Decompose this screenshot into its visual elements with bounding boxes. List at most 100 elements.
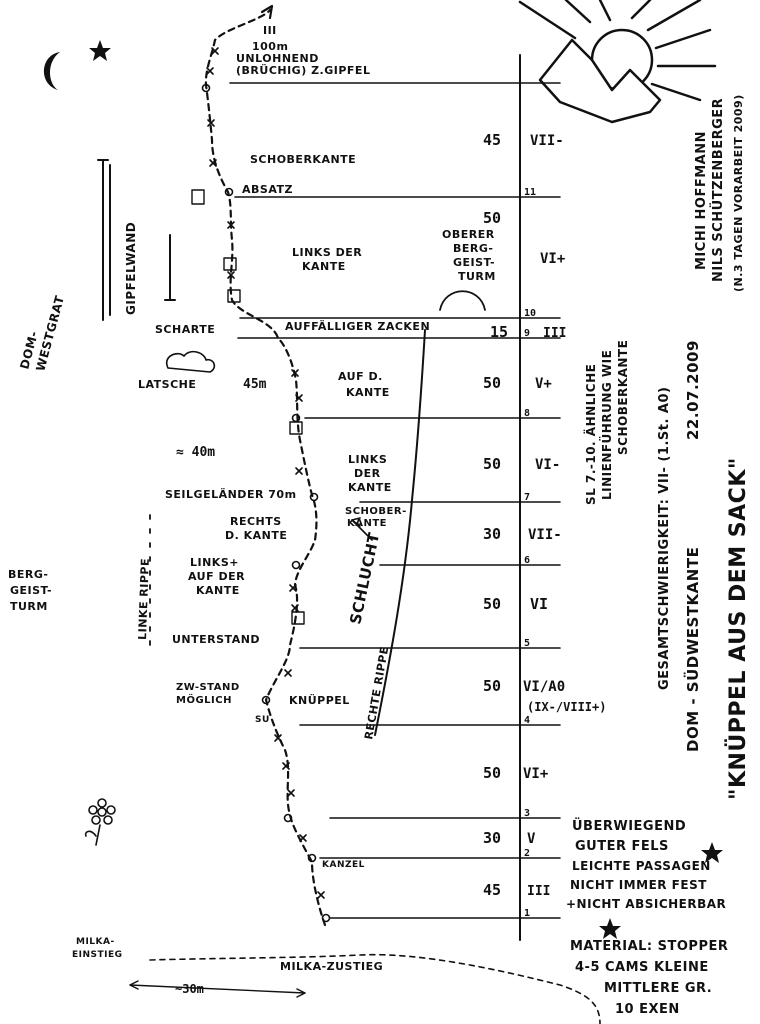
pitch-number-6: 6 <box>524 555 530 566</box>
pitch-number-1: 1 <box>524 908 530 919</box>
grade-overall: GESAMTSCHWIERIGKEIT: VII- (1.St. A0) <box>657 387 672 690</box>
rock-note-1: ÜBERWIEGEND <box>572 818 686 834</box>
pitch-number-list: 1 2 3 4 5 6 7 8 9 10 11 <box>524 187 536 919</box>
authors-note: (N.3 TAGEN VORARBEIT 2009) <box>732 94 745 292</box>
links-der-kante2-label-1: LINKS <box>348 453 387 466</box>
author-2: NILS SCHÜTZENBERGER <box>710 98 726 282</box>
knueppel-label: KNÜPPEL <box>289 693 350 707</box>
m45-label: 45m <box>243 377 267 392</box>
pitch-number-8: 8 <box>524 408 530 419</box>
pitch-length-1: 45 <box>483 881 501 899</box>
absatz-label: ABSATZ <box>242 183 293 196</box>
turm-arc <box>439 290 486 311</box>
pitch-grade-8: V+ <box>535 376 552 392</box>
scale-bar <box>129 984 306 994</box>
rechte-rippe-line <box>374 329 426 736</box>
zw-stand-label-2: MÖGLICH <box>176 692 232 706</box>
pitch-grade-9: III <box>543 326 566 341</box>
links-auf-label-3: KANTE <box>196 584 240 597</box>
links-der-kante-label-2: KANTE <box>302 260 346 273</box>
summit-label-2: UNLOHNEND <box>236 52 319 65</box>
rechts-d-kante-label-2: D. KANTE <box>225 529 287 542</box>
sun-icon <box>518 0 717 124</box>
su-label: SU <box>255 715 270 725</box>
m40-label: ≈ 40m <box>176 445 215 460</box>
scharte-label: SCHARTE <box>155 323 215 336</box>
pitch-length-6: 30 <box>483 525 501 543</box>
linke-rippe-label: LINKE RIPPE <box>136 558 152 640</box>
pitch-number-11: 11 <box>524 187 536 198</box>
rock-note-4: NICHT IMMER FEST <box>570 878 707 892</box>
schoberkante-mid-label-1: SCHOBER- <box>345 506 407 517</box>
milka-zustieg-label: MILKA-ZUSTIEG <box>280 960 383 973</box>
pitch-grade-list: III V VI+ VI/A0 (IX-/VIII+) VI VII- VI- … <box>523 133 606 899</box>
links-der-kante-label-1: LINKS DER <box>292 246 362 259</box>
pitch-grade-5: VI <box>530 595 548 613</box>
links-auf-label-1: LINKS+ <box>190 556 239 569</box>
pitch-grade-6: VII- <box>528 527 562 543</box>
material-note-4: 10 EXEN <box>615 1002 680 1017</box>
summit-label-1: 100m <box>252 40 288 53</box>
pitch-grade-4: VI/A0 <box>523 679 565 695</box>
auf-d-kante-label-2: KANTE <box>346 386 390 399</box>
material-note-3: MITTLERE GR. <box>604 981 712 996</box>
rock-note-3: LEICHTE PASSAGEN <box>572 859 711 873</box>
oberer-label-4: TURM <box>458 270 496 283</box>
star-icon <box>599 918 621 939</box>
pitch-length-list: 45 30 50 50 50 30 50 50 15 50 45 <box>483 131 508 899</box>
pitch-length-8: 50 <box>483 374 501 392</box>
flower-icon <box>84 798 116 846</box>
zw-stand-label-1: ZW-STAND <box>176 682 240 693</box>
route-line <box>204 4 327 927</box>
pitch-grade-2: V <box>527 831 536 847</box>
berg-label-2: GEIST- <box>10 584 52 597</box>
oberer-label-1: OBERER <box>442 228 495 241</box>
zacken-label: AUFFÄLLIGER ZACKEN <box>285 319 430 333</box>
berg-label-3: TURM <box>10 600 48 613</box>
pitch-note-1: SL 7.-10. ÄHNLICHE <box>583 364 598 505</box>
notes-block: ÜBERWIEGEND GUTER FELS LEICHTE PASSAGEN … <box>566 818 728 1017</box>
milka-zustieg-path <box>149 953 601 1024</box>
latsche-label: LATSCHE <box>138 378 196 391</box>
milka-einstieg-label-2: EINSTIEG <box>72 950 123 960</box>
belay-lines <box>229 82 561 919</box>
kanzel-label: KANZEL <box>322 860 365 870</box>
material-note-2: 4-5 CAMS KLEINE <box>575 960 709 975</box>
route-info: SL 7.-10. ÄHNLICHE LINIENFÜHRUNG WIE SCH… <box>583 94 751 800</box>
route-bolts <box>206 47 325 899</box>
schoberkante-top-label: SCHOBERKANTE <box>250 153 356 166</box>
rechte-rippe-label: RECHTE RIPPE <box>362 645 391 740</box>
star-icon <box>89 40 111 61</box>
route-title: "KNÜPPEL AUS DEM SACK" <box>725 457 751 800</box>
pitch-number-4: 4 <box>524 715 530 726</box>
bush-icon <box>165 350 216 373</box>
summit-label-3: (BRÜCHIG) Z.GIPFEL <box>236 63 370 77</box>
pitch-number-2: 2 <box>524 848 530 859</box>
schlucht-label: SCHLUCHT <box>346 531 383 626</box>
moon-icon <box>43 52 60 90</box>
pitch-length-4: 50 <box>483 677 501 695</box>
pitch-grade-10: VI+ <box>540 251 565 267</box>
pitch-length-3: 50 <box>483 764 501 782</box>
material-note-1: MATERIAL: STOPPER <box>570 939 728 954</box>
pitch-grade-3: VI+ <box>523 766 548 782</box>
pitch-grade-11: VII- <box>530 133 564 149</box>
pitch-length-5: 50 <box>483 595 501 613</box>
links-der-kante2-label-3: KANTE <box>348 481 392 494</box>
pitch-length-2: 30 <box>483 829 501 847</box>
pitch-grade-4-extra: (IX-/VIII+) <box>527 700 606 714</box>
gipfelwand-brackets <box>97 159 176 321</box>
pitch-grade-7: VI- <box>535 457 560 473</box>
pitch-length-9: 15 <box>490 323 508 341</box>
route-features <box>191 189 305 625</box>
pitch-note-3: SCHOBERKANTE <box>616 340 630 455</box>
oberer-label-3: GEIST- <box>453 256 495 269</box>
topo-labels: III 100m UNLOHNEND (BRÜCHIG) Z.GIPFEL SC… <box>8 24 496 996</box>
pitch-number-7: 7 <box>524 492 530 503</box>
pitch-length-11: 45 <box>483 131 501 149</box>
belay-stations <box>201 83 331 923</box>
pitch-number-10: 10 <box>524 308 536 319</box>
unterstand-label: UNTERSTAND <box>172 633 260 646</box>
star-icon <box>701 842 723 863</box>
